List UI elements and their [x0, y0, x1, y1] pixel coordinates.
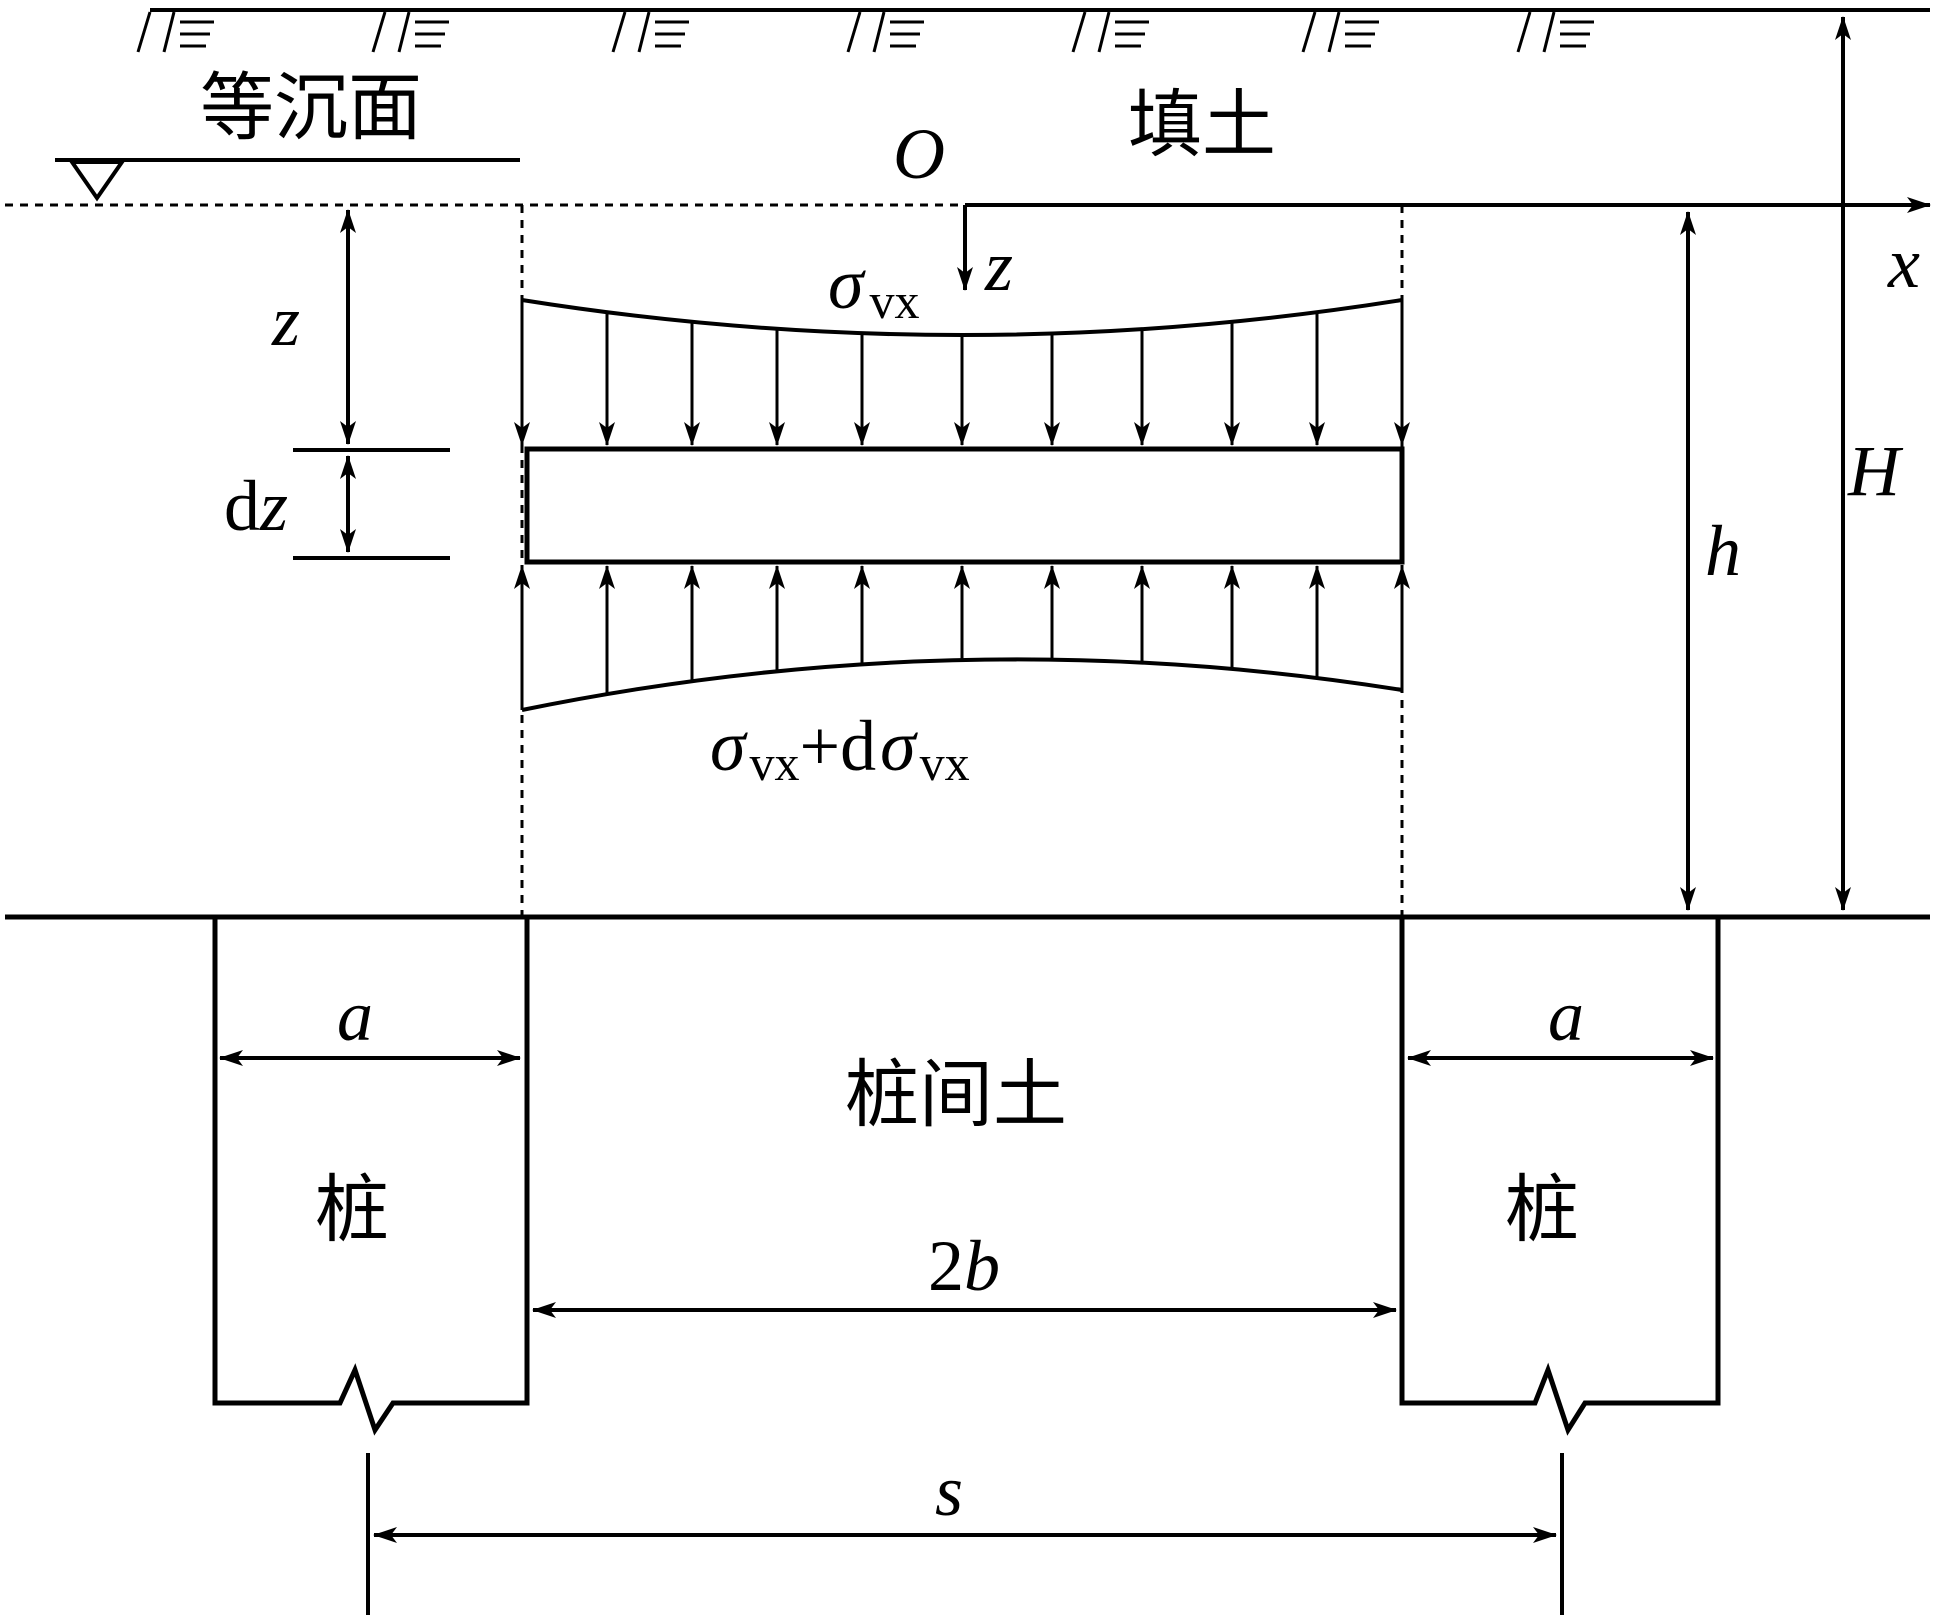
fill-soil-label: 填土 — [1128, 82, 1276, 168]
pile-left-label: 桩 — [315, 1167, 389, 1253]
bottom-stress-curve — [521, 657, 1403, 712]
equal-settlement-plane-marker — [55, 158, 520, 202]
equal-settlement-plane-label: 等沉面 — [200, 65, 422, 151]
pile-right-outline — [1399, 917, 1721, 1436]
ground-hatch-mark — [1071, 11, 1149, 53]
downward-stress-arrows — [514, 300, 1410, 446]
height-h-label: h — [1705, 511, 1741, 591]
ground-hatch-mark — [1516, 11, 1594, 53]
z-axis-label: z — [984, 226, 1013, 306]
ground-hatch-mark — [611, 11, 689, 53]
x-axis-label: x — [1887, 223, 1920, 303]
pile-width-right-label: a — [1548, 976, 1584, 1056]
ground-surface — [136, 8, 1930, 53]
pile-right-label: 桩 — [1505, 1167, 1579, 1253]
stress-bottom-label: σvx+dσvx — [710, 706, 970, 791]
clear-spacing-label: 2b — [928, 1226, 1000, 1306]
depth-z-label: z — [271, 281, 300, 361]
soil-element-dz — [524, 446, 1405, 565]
height-H-label: H — [1847, 431, 1904, 511]
dz-label: dz — [224, 466, 288, 546]
ground-hatch-mark — [371, 11, 449, 53]
pile-left-outline — [212, 917, 530, 1436]
top-stress-curve — [521, 298, 1403, 337]
ground-hatch-mark — [1301, 11, 1379, 53]
pile-width-left-label: a — [337, 976, 373, 1056]
ground-hatch-mark — [136, 11, 214, 53]
origin-label: O — [893, 114, 945, 194]
ground-hatching — [136, 11, 1594, 53]
upward-stress-arrows — [514, 565, 1410, 710]
pile-spacing-label: s — [935, 1451, 963, 1531]
ground-hatch-mark — [846, 11, 924, 53]
soil-between-piles-label: 桩间土 — [845, 1052, 1067, 1138]
